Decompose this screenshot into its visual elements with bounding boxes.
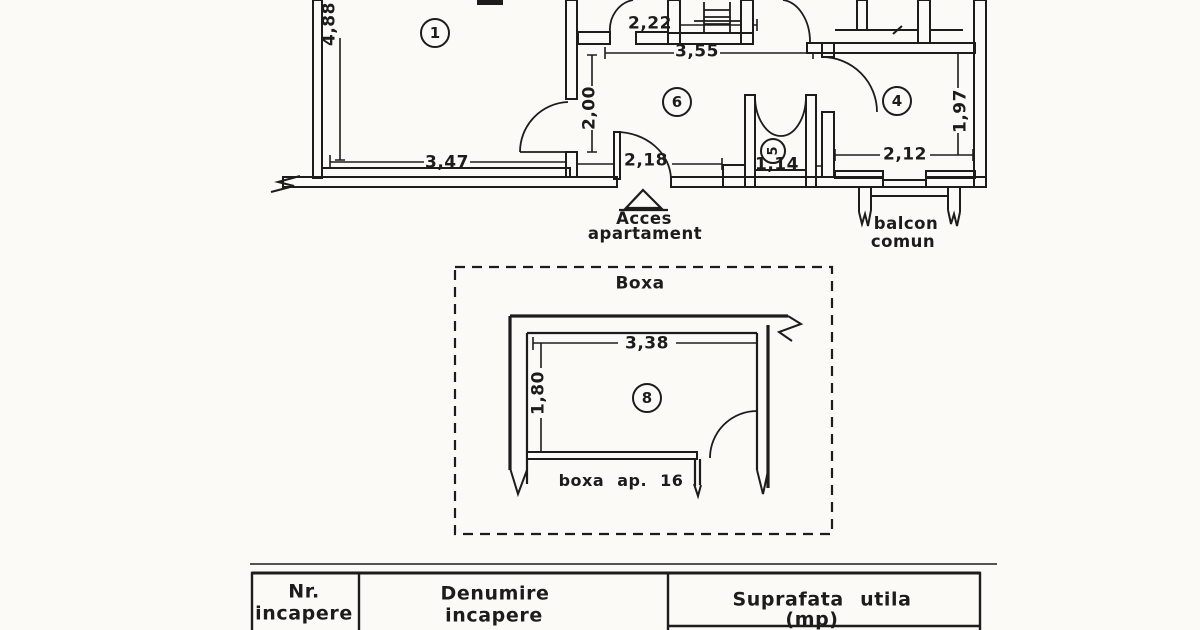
upper-dimension-line <box>835 26 963 34</box>
boxa-walls-thick <box>510 316 788 488</box>
room-1-digit: 1 <box>429 24 441 42</box>
table-col3-header-line1: Suprafata utila <box>732 588 912 611</box>
door-swing-arcs <box>520 0 877 458</box>
room-6-number: 6 <box>662 87 692 117</box>
dim-room5-width: 1,14 <box>755 154 799 175</box>
table-col2-header-line1: Denumire <box>440 582 550 605</box>
table-col1-header-line1: Nr. <box>288 580 320 603</box>
room-5-number: 5 <box>760 138 786 164</box>
dim-boxa-height: 1,80 <box>528 371 549 415</box>
break-marks <box>271 176 960 496</box>
room-4-number: 4 <box>882 86 912 116</box>
access-triangle-icon <box>619 190 668 210</box>
boxa-title: Boxa <box>615 273 665 294</box>
dim-room1-width: 3,47 <box>425 152 469 173</box>
dim-hall-width: 3,55 <box>675 41 719 62</box>
table-col1-header-line2: incapere <box>255 602 353 625</box>
boxa-dashed-boundary <box>455 267 832 534</box>
stair-symbol <box>694 2 741 33</box>
room-1-number: 1 <box>420 18 450 48</box>
dim-room4-height: 1,97 <box>950 89 971 133</box>
dim-boxa-width: 3,38 <box>625 333 669 354</box>
access-label-line2: apartament <box>587 223 703 243</box>
dim-entry-width: 2,18 <box>624 150 668 171</box>
dim-hall-height: 2,00 <box>579 86 600 130</box>
apartment-walls <box>283 0 986 459</box>
balcony-label-line2: comun <box>870 231 936 251</box>
room-6-digit: 6 <box>671 93 683 111</box>
room-5-digit: 5 <box>765 146 781 156</box>
table-col3-header-line2: (mp) <box>785 608 839 630</box>
balcony-label-line1: balcon <box>873 213 939 233</box>
dim-left-height: 4,88 <box>319 2 340 46</box>
balcony-walls <box>859 187 960 212</box>
room-8-number: 8 <box>632 383 662 413</box>
dim-top-small: 2,22 <box>628 13 672 34</box>
wall-cap <box>477 0 503 5</box>
table-col2-header-line2: incapere <box>445 604 543 627</box>
room-8-digit: 8 <box>641 389 653 407</box>
access-label-line1: Acces <box>616 208 672 228</box>
room-4-digit: 4 <box>891 92 903 110</box>
boxa-caption: boxa ap. 16 <box>558 471 684 490</box>
dim-room4-width: 2,12 <box>883 144 927 165</box>
boxa-walls-thin <box>527 333 757 486</box>
